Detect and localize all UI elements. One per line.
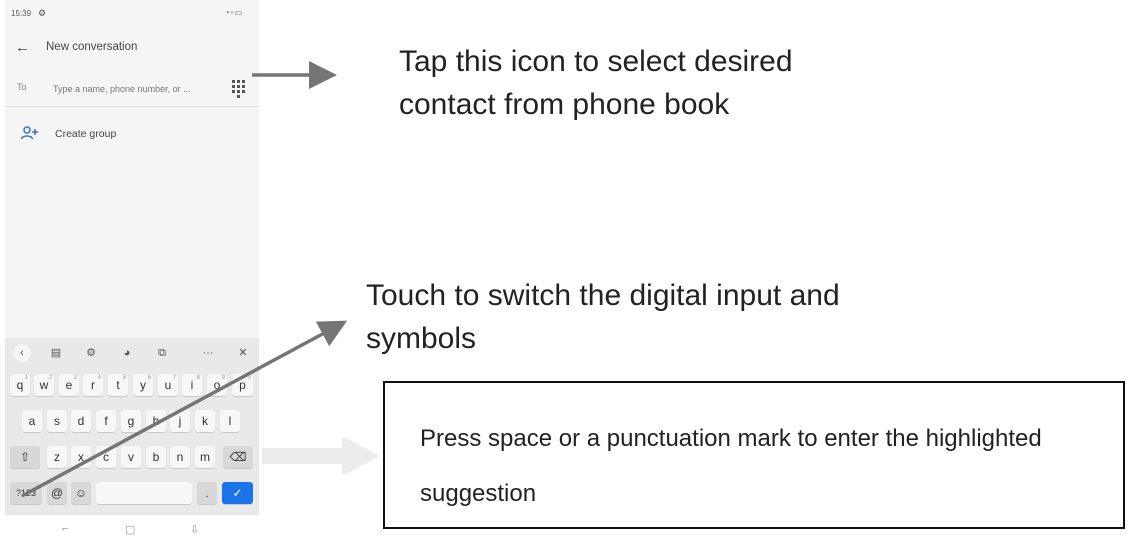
shift-key[interactable]: ⇧	[10, 446, 40, 468]
contact-callout: Tap this icon to select desired contact …	[399, 45, 793, 121]
clipboard-icon[interactable]: ▤	[50, 347, 62, 359]
battery-icon: ▭	[234, 8, 243, 17]
backspace-key[interactable]: ⌫	[223, 446, 253, 468]
mic-off-icon[interactable]: ✕	[238, 347, 248, 359]
key-m[interactable]: m	[195, 446, 215, 468]
key-n[interactable]: n	[170, 446, 190, 468]
key-j[interactable]: j	[170, 410, 190, 432]
settings-icon: ⚙	[38, 8, 47, 18]
enter-check-key[interactable]: ✓	[222, 482, 253, 504]
key-l[interactable]: l	[220, 410, 240, 432]
nav-bar: ⌐ ▢ ⇩	[5, 515, 259, 546]
suggestion-callout: Press space or a punctuation mark to ent…	[420, 425, 1042, 507]
space-key[interactable]	[96, 482, 192, 504]
status-bar: 15:39 ⚙ ◔▫▭	[5, 0, 259, 28]
status-time: 15:39	[11, 9, 32, 18]
symbols-arrow	[21, 320, 348, 498]
back-nav-icon[interactable]: ⇩	[190, 524, 200, 536]
wifi-icon: ◔	[224, 8, 231, 17]
recipient-row: To	[5, 72, 259, 107]
key-k[interactable]: k	[195, 410, 215, 432]
add-group-icon	[21, 126, 38, 140]
sim-icon: ▫	[230, 8, 235, 17]
page-title: New conversation	[46, 41, 138, 53]
recipient-input[interactable]	[53, 81, 229, 97]
key-z[interactable]: z	[47, 446, 67, 468]
phone-screenshot: 15:39 ⚙ ◔▫▭ ← New conversation To Create…	[5, 0, 259, 546]
chevron-left-icon[interactable]: ‹	[13, 344, 31, 362]
more-icon[interactable]: ···	[202, 347, 214, 359]
app-bar: ← New conversation	[5, 30, 259, 66]
emoji-key[interactable]: ☺	[71, 482, 91, 504]
gear-icon[interactable]: ⚙	[86, 347, 96, 359]
key-d[interactable]: d	[71, 410, 91, 432]
key-f[interactable]: f	[96, 410, 116, 432]
translate-icon[interactable]: ⧉	[158, 347, 166, 359]
at-key[interactable]: @	[47, 482, 67, 504]
back-arrow-icon[interactable]: ←	[15, 39, 30, 56]
create-group-item[interactable]: Create group	[5, 118, 259, 150]
symbols-callout: Touch to switch the digital input and sy…	[366, 279, 840, 355]
keyboard-toolbar: ‹ ▤ ⚙ ◕ ⧉ ··· ✕	[5, 341, 259, 365]
key-b[interactable]: b	[146, 446, 166, 468]
palette-icon[interactable]: ◕	[123, 347, 131, 359]
create-group-label: Create group	[55, 128, 117, 140]
key-v[interactable]: v	[121, 446, 141, 468]
key-g[interactable]: g	[121, 410, 141, 432]
dialpad-icon[interactable]	[232, 80, 246, 98]
suggestion-arrow	[262, 436, 380, 476]
key-a[interactable]: a	[22, 410, 42, 432]
period-key[interactable]: .	[197, 482, 217, 504]
home-icon[interactable]: ▢	[125, 524, 136, 536]
to-label: To	[17, 82, 27, 92]
status-icons: ◔▫▭	[225, 8, 243, 17]
suggestion-callout-box: Press space or a punctuation mark to ent…	[383, 381, 1125, 529]
key-s[interactable]: s	[47, 410, 67, 432]
recents-icon[interactable]: ⌐	[62, 523, 69, 535]
